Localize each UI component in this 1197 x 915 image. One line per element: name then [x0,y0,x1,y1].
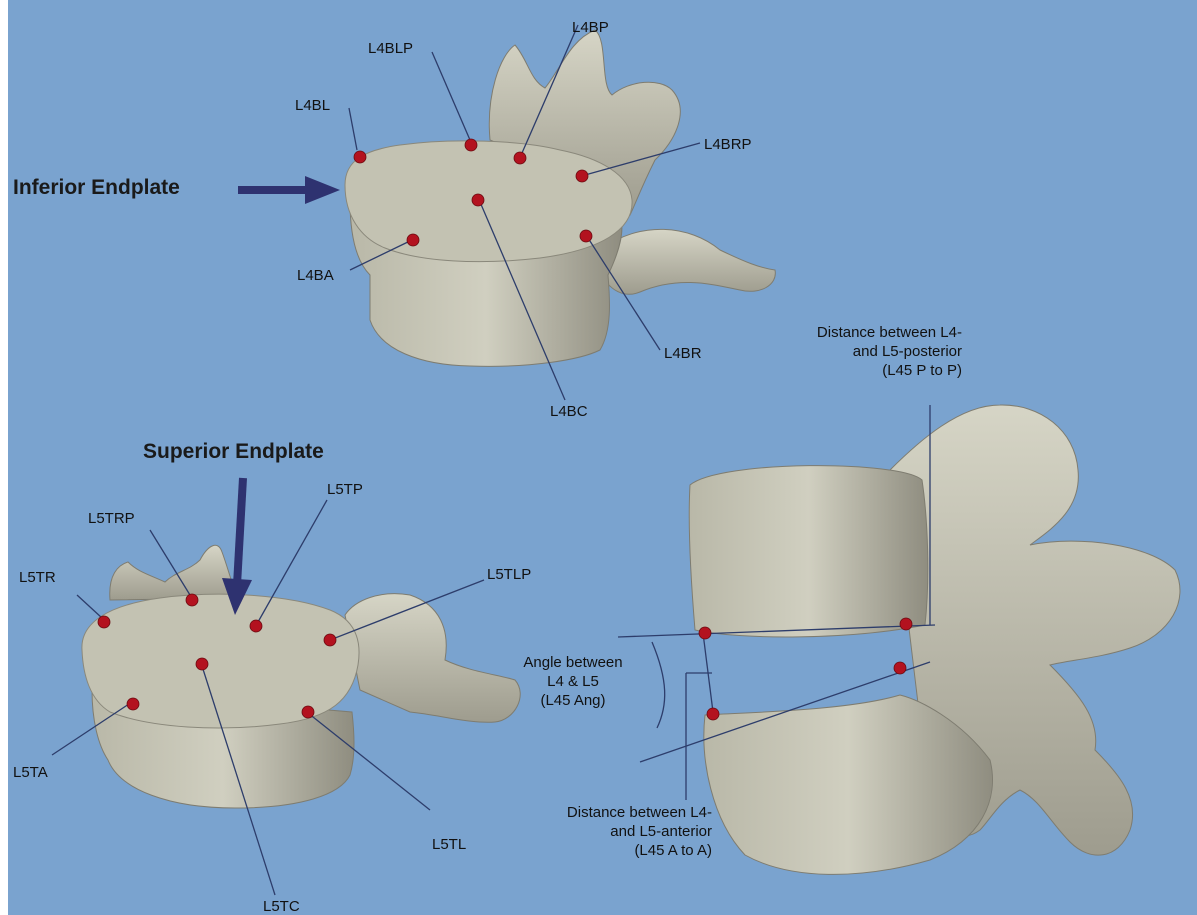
landmark-l5-anterior [707,708,719,720]
label-l5tr: L5TR [19,569,56,586]
landmark-l5tlp [324,634,336,646]
label-l5tlp: L5TLP [487,566,531,583]
label-l4bp: L4BP [572,19,609,36]
landmark-l5tl [302,706,314,718]
landmark-l4ba [407,234,419,246]
landmark-l5ta [127,698,139,710]
label-l5tc: L5TC [263,898,300,915]
landmark-l5tr [98,616,110,628]
label-l5ta: L5TA [13,764,48,781]
posterior-distance-note: Distance between L4- and L5-posterior (L… [740,323,962,380]
label-l4blp: L4BLP [368,40,413,57]
anterior-distance-note: Distance between L4- and L5-anterior (L4… [490,803,712,860]
landmark-l4brp [576,170,588,182]
landmark-l5-posterior [894,662,906,674]
posterior-note-line-2: and L5-posterior [740,342,962,361]
superior-endplate-heading: Superior Endplate [143,440,324,464]
inferior-endplate-heading: Inferior Endplate [13,176,180,200]
landmark-l4blp [465,139,477,151]
l5-body-side [704,695,993,874]
label-l5tl: L5TL [432,836,466,853]
l4-vertebra [345,30,775,366]
posterior-note-line-1: Distance between L4- [740,323,962,342]
landmark-l5tp [250,620,262,632]
label-l4ba: L4BA [297,267,334,284]
posterior-note-line-3: (L45 P to P) [740,361,962,380]
angle-note: Angle between L4 & L5 (L45 Ang) [505,653,641,710]
landmark-l4bl [354,151,366,163]
label-l4brp: L4BRP [704,136,752,153]
landmark-l4-posterior [900,618,912,630]
anterior-note-line-1: Distance between L4- [490,803,712,822]
angle-note-line-1: Angle between [505,653,641,672]
inferior-arrow [238,176,340,204]
landmark-l4-anterior [699,627,711,639]
label-l5trp: L5TRP [88,510,135,527]
l4-inferior-endplate-surface [345,141,632,262]
l4-transverse-process [600,229,775,294]
l5-posterior-processes [110,545,238,600]
anterior-note-line-2: and L5-anterior [490,822,712,841]
label-l5tp: L5TP [327,481,363,498]
anterior-note-line-3: (L45 A to A) [490,841,712,860]
angle-note-line-3: (L45 Ang) [505,691,641,710]
l45-segment [689,405,1180,874]
label-l4bl: L4BL [295,97,330,114]
label-l4bc: L4BC [550,403,588,420]
landmark-l5trp [186,594,198,606]
landmark-l4bc [472,194,484,206]
landmark-l5tc [196,658,208,670]
l5-right-process [345,594,520,723]
l4-body-side [689,466,928,637]
label-l4br: L4BR [664,345,702,362]
landmark-l4bp [514,152,526,164]
angle-note-line-2: L4 & L5 [505,672,641,691]
l5-vertebra [82,545,520,808]
landmark-l4br [580,230,592,242]
